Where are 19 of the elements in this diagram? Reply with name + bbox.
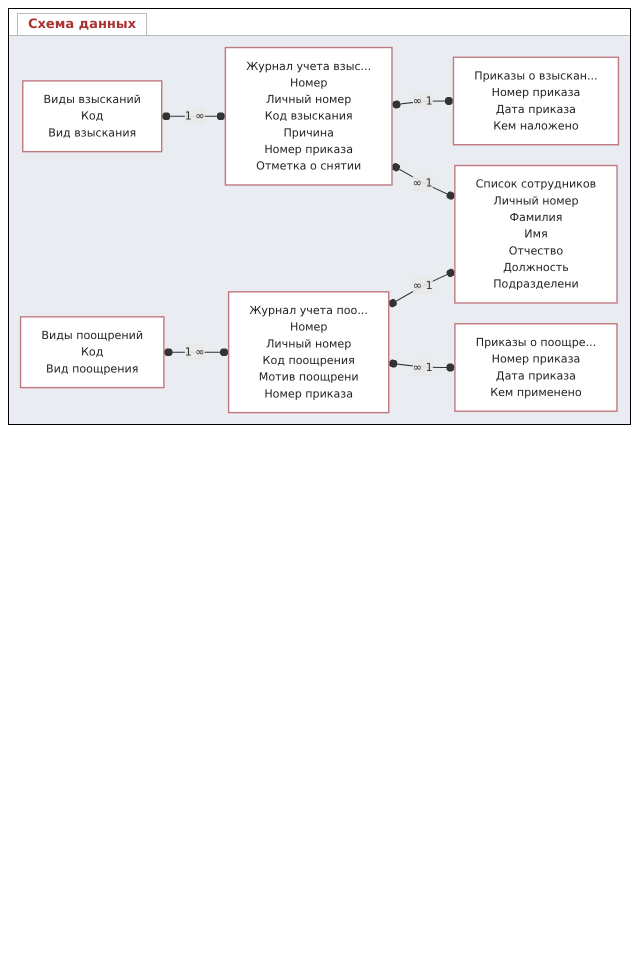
- node-box: Журнал учета взыс... Номер Личный номер Код взыскания Причина Номер приказа Отметка о снятии: [224, 46, 393, 186]
- node-box: Виды поощрений Код Вид поощрения: [20, 316, 165, 388]
- connector: [392, 163, 456, 200]
- node-box: Список сотрудников Личный номер Фамилия Имя Отчество Должность Подразделени: [454, 164, 618, 304]
- connector: [164, 348, 229, 356]
- edge-label: ∞ 1: [412, 94, 433, 108]
- edge-label: ∞ 1: [412, 360, 433, 374]
- tab-label: Схема данных: [17, 13, 148, 35]
- node-box: Приказы о поощре... Номер приказа Дата приказа Кем применено: [454, 323, 618, 412]
- connector: [392, 96, 454, 109]
- edge-label: 1 ∞: [184, 109, 205, 123]
- edge-label: 1 ∞: [184, 345, 205, 358]
- node-box: Приказы о взыскан... Номер приказа Дата приказа Кем наложено: [452, 56, 620, 146]
- connector: [388, 268, 456, 308]
- node-box: Журнал учета поо... Номер Личный номер Код поощрения Мотив поощрени Номер приказа: [228, 291, 390, 414]
- edge-label: ∞ 1: [412, 176, 433, 190]
- edge-label: ∞ 1: [412, 278, 433, 292]
- node-box: Виды взысканий Код Вид взыскания: [22, 80, 162, 152]
- connector: [162, 112, 226, 120]
